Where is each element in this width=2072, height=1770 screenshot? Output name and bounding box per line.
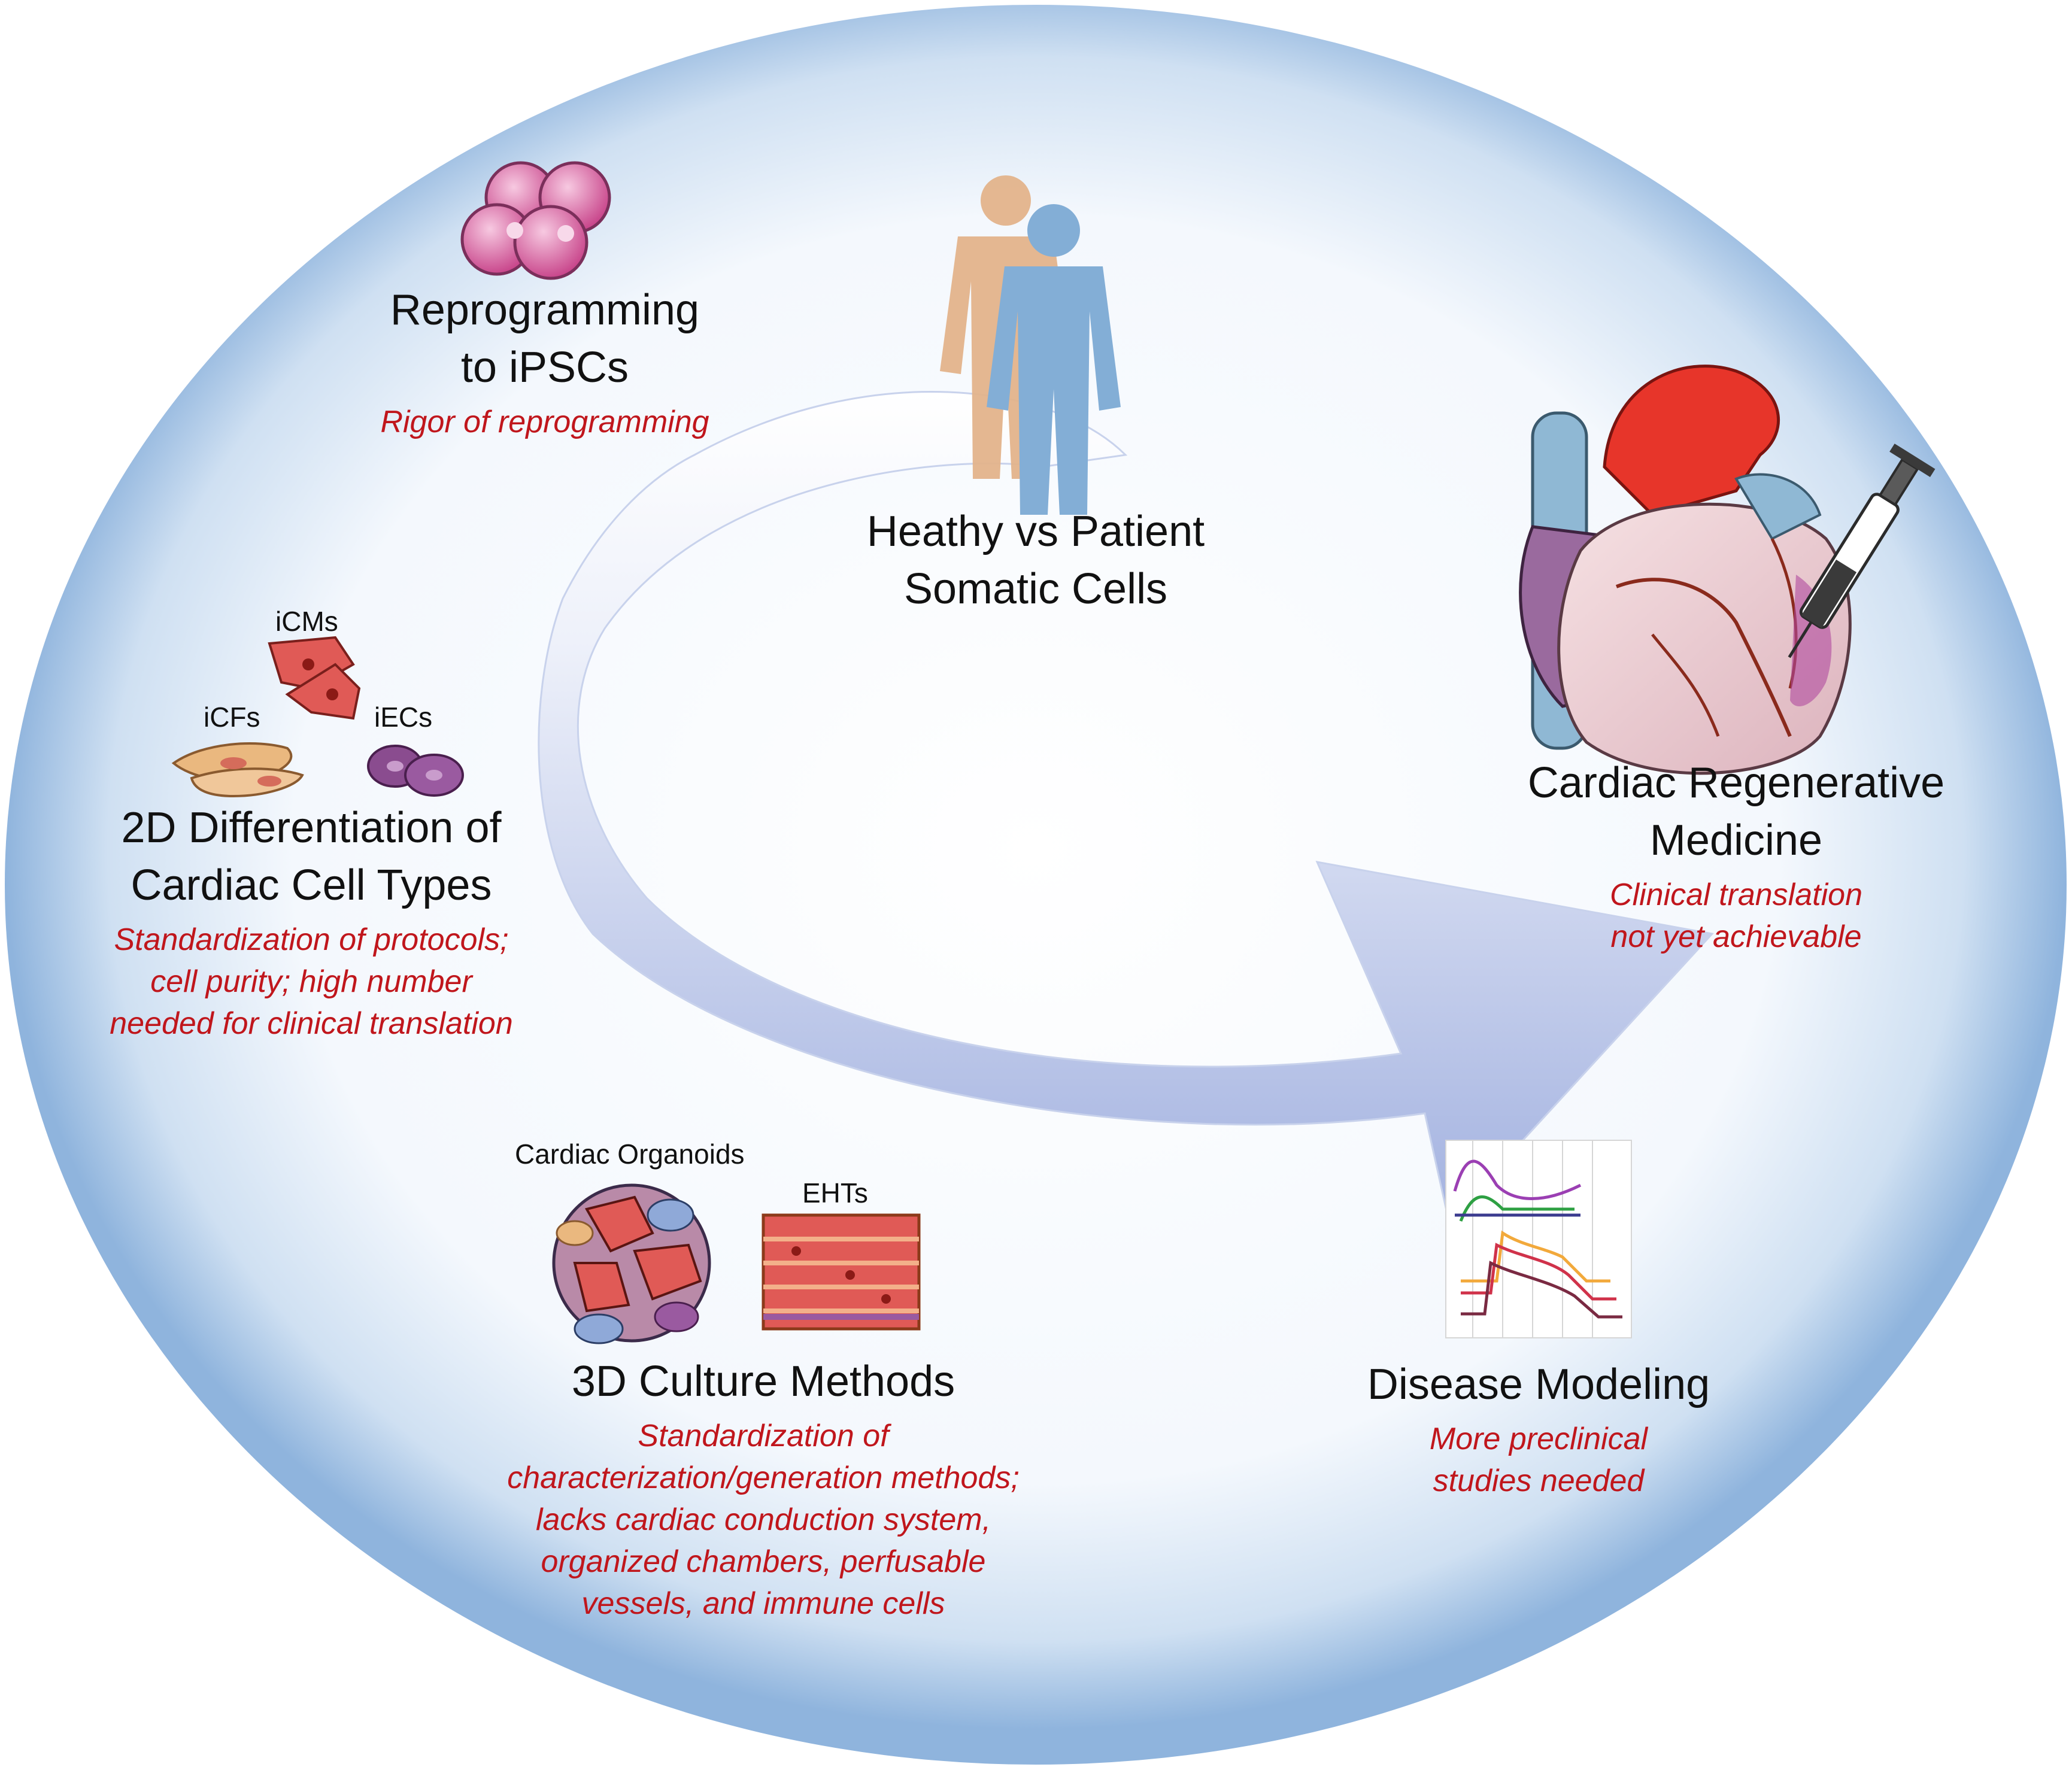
stage-reprogramming: Reprogramming to iPSCs Rigor of reprogra… [335, 281, 754, 443]
eht-tissue-icon [762, 1213, 921, 1331]
syringe-icon [1788, 444, 1936, 658]
somatic-cells-title: Heathy vs Patient Somatic Cells [866, 508, 1205, 613]
stage-3d-culture: 3D Culture Methods Standardization of ch… [437, 1353, 1090, 1625]
reprogramming-note: Rigor of reprogramming [380, 405, 709, 439]
stage-disease-modeling: Disease Modeling More preclinical studie… [1293, 1356, 1784, 1502]
icm-cells-icon [268, 636, 361, 720]
label-icms: iCMs [275, 606, 338, 637]
label-ehts: EHTs [802, 1177, 868, 1209]
disease-title: Disease Modeling [1367, 1361, 1710, 1408]
culture3d-note: Standardization of characterization/gene… [507, 1419, 1020, 1621]
heart-icon [1519, 365, 1852, 775]
regenerative-title: Cardiac Regenerative Medicine [1527, 759, 1945, 864]
ipsc-cluster-icon [460, 161, 611, 280]
label-icfs: iCFs [204, 702, 260, 733]
label-iecs: iECs [374, 702, 433, 733]
process-arrow [538, 391, 1714, 1223]
disease-note: More preclinical studies needed [1429, 1422, 1648, 1498]
reprogramming-title: Reprogramming to iPSCs [390, 286, 700, 391]
culture3d-title: 3D Culture Methods [571, 1358, 955, 1405]
differentiation-title: 2D Differentiation of Cardiac Cell Types [121, 804, 502, 909]
differentiation-note: Standardization of protocols; cell purit… [110, 922, 513, 1041]
regenerative-note: Clinical translation not yet achievable [1610, 878, 1862, 954]
human-figures-icon [940, 175, 1121, 515]
action-potential-plot-icon [1445, 1140, 1632, 1338]
cardiac-organoid-icon [552, 1183, 711, 1344]
stage-regenerative-medicine: Cardiac Regenerative Medicine Clinical t… [1473, 754, 2000, 958]
stage-somatic-cells: Heathy vs Patient Somatic Cells [796, 503, 1275, 618]
iec-cells-icon [367, 745, 464, 797]
stage-differentiation: 2D Differentiation of Cardiac Cell Types… [48, 799, 575, 1045]
label-cardiac-organoids: Cardiac Organoids [515, 1138, 745, 1170]
icf-cells-icon [171, 742, 304, 798]
